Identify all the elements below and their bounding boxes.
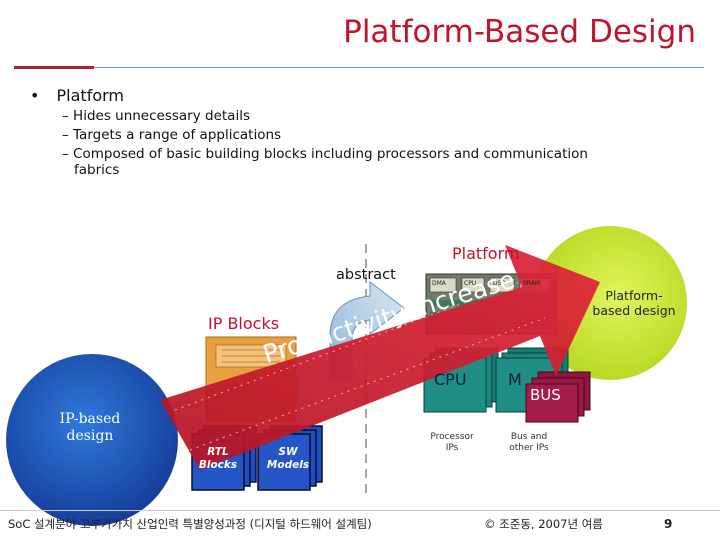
chip-label-cpu: CPU	[464, 280, 477, 287]
platform-based-design-label: Platform- based design	[592, 288, 676, 318]
bullet-sub-1: – Hides unnecessary details	[62, 108, 250, 124]
bullet-level1: • Platform	[30, 86, 124, 105]
footer-course-title: SoC 설계분야 고부가가치 산업인력 특별양성과정 (디지털 하드웨어 설계팀…	[8, 517, 372, 531]
ip-based-design-label: IP-based design	[59, 411, 121, 444]
page-number: 9	[664, 517, 673, 531]
chip-label-dma: DMA	[432, 280, 446, 287]
memory-label: M	[508, 370, 522, 389]
bullet-main-text: Platform	[56, 86, 125, 105]
footer-divider	[0, 510, 720, 511]
sw-models-label: SW Models	[266, 446, 310, 471]
footer-copyright: © 조준동, 2007년 여름	[484, 517, 603, 531]
bus-label: BUS	[530, 386, 561, 404]
platform-label: Platform	[452, 244, 520, 263]
ip-based-design-circle	[6, 354, 178, 526]
title-divider	[14, 67, 704, 68]
bullet-sub-2: – Targets a range of applications	[62, 127, 282, 143]
productivity-arrow	[160, 245, 600, 470]
processor-ips-caption: Processor IPs	[430, 432, 474, 453]
bullet-sub-3-cont: fabrics	[74, 162, 120, 178]
bullet-dot-icon: •	[30, 86, 40, 105]
abstract-label: abstract	[336, 267, 396, 283]
chip-label-sram: SRAM	[523, 280, 541, 287]
bus-ip-stack	[525, 371, 591, 423]
bullet-sub-3: – Composed of basic building blocks incl…	[62, 146, 588, 162]
title-divider-accent	[14, 66, 94, 69]
chip-label-dsp: DSP	[493, 280, 506, 287]
slide-title: Platform-Based Design	[343, 14, 696, 50]
ip-blocks-label: IP Blocks	[208, 314, 280, 333]
rtl-blocks-label: RTL Blocks	[198, 446, 238, 471]
bus-other-ips-caption: Bus and other IPs	[509, 432, 549, 453]
cpu-label: CPU	[434, 370, 467, 389]
